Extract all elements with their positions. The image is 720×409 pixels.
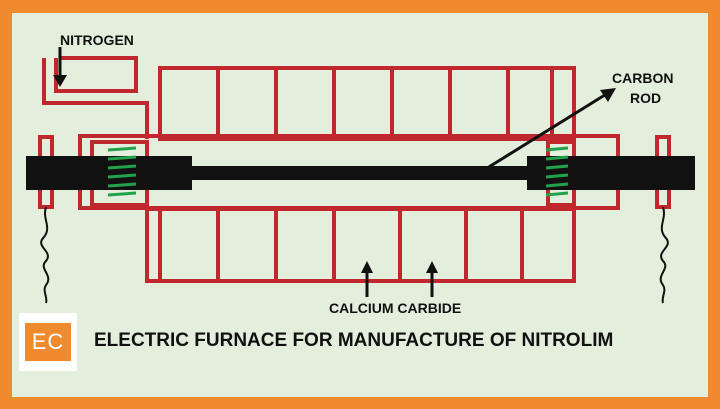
furnace-diagram: NITROGEN CARBON ROD CALCIUM CARBIDE: [26, 32, 695, 316]
lower-chamber-dividers: [158, 209, 524, 281]
carbon-rod-arrow: [483, 91, 609, 172]
carbide-arrowhead-left: [361, 261, 373, 273]
upper-chamber-dividers: [216, 68, 554, 139]
left-coil: [107, 146, 137, 197]
calcium-carbide-label: CALCIUM CARBIDE: [329, 300, 461, 316]
nitrogen-label: NITROGEN: [60, 32, 134, 48]
right-wire: [659, 206, 669, 304]
nitrogen-pipe-outer: [42, 58, 149, 139]
right-coil: [545, 146, 569, 197]
nitrogen-pipe-inner: [54, 56, 138, 93]
upper-chamber: [158, 66, 576, 141]
diagram-frame: NITROGEN CARBON ROD CALCIUM CARBIDE: [12, 13, 708, 397]
nitrogen-arrowhead: [53, 75, 67, 87]
carbon-rod-label-line1: CARBON: [612, 70, 673, 86]
logo: EC: [19, 313, 77, 371]
left-wire: [40, 206, 50, 304]
diagram-caption: ELECTRIC FURNACE FOR MANUFACTURE OF NITR…: [94, 330, 614, 351]
logo-text: EC: [25, 323, 71, 361]
lower-chamber: [145, 207, 576, 283]
carbon-rod-arrowhead: [600, 88, 616, 102]
carbon-rod-label-line2: ROD: [630, 90, 661, 106]
carbide-arrowhead-right: [426, 261, 438, 273]
carbon-rod: [192, 166, 527, 180]
left-electrode: [26, 156, 192, 190]
